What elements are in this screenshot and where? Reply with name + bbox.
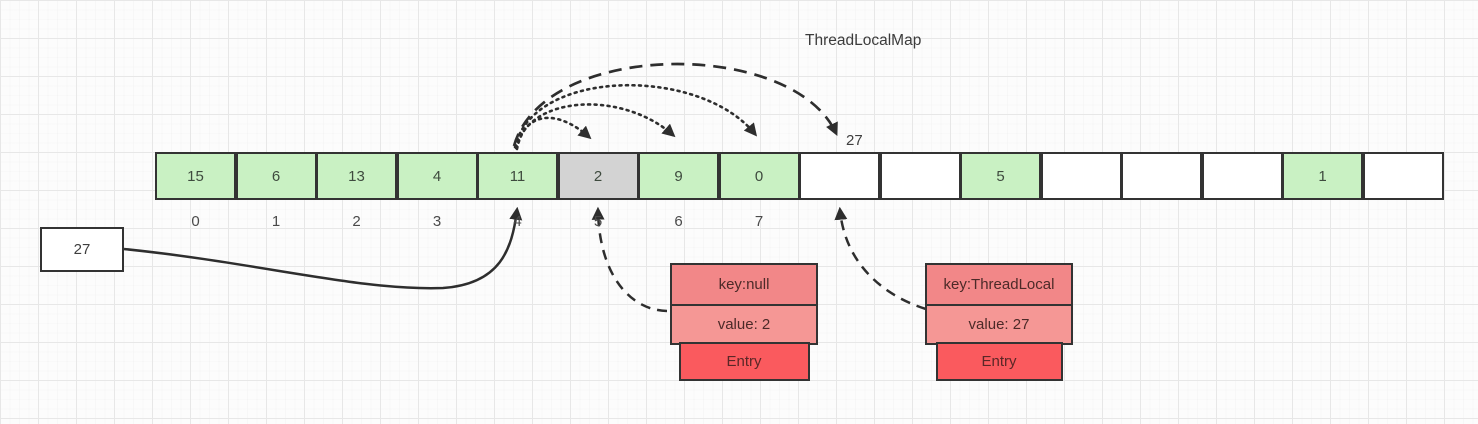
probe-arc-to-cell5 [515, 116, 592, 151]
probe-result-label: 27 [846, 132, 863, 149]
array-index-label-3: 3 [432, 213, 442, 230]
array-index-label-1: 1 [271, 213, 281, 230]
array-cell-9 [879, 152, 961, 200]
array-cell-6: 9 [638, 152, 719, 200]
array-index-label-2: 2 [352, 213, 361, 230]
array-index-label-0: 0 [191, 213, 200, 230]
array-cell-5: 2 [557, 152, 639, 200]
entry-card-threadlocal: key:ThreadLocal value: 27 Entry [925, 263, 1073, 381]
array-index-label-4: 4 [513, 213, 522, 230]
entry-footer: Entry [935, 342, 1063, 381]
array-cell-7: 0 [718, 152, 800, 200]
array-cell-13 [1201, 152, 1283, 200]
external-value-box: 27 [40, 227, 124, 272]
array-cell-14: 1 [1282, 152, 1363, 200]
array-index-label-5: 5 [593, 213, 603, 230]
entry-value-row: value: 2 [670, 303, 818, 345]
entry-key-row: key:ThreadLocal [925, 263, 1073, 306]
array-index-label-6: 6 [674, 213, 683, 230]
probe-arc-to-cell7 [513, 83, 758, 149]
probe-arc-to-cell6 [514, 103, 676, 150]
entry-value-row: value: 27 [925, 303, 1073, 345]
array-cell-3: 4 [396, 152, 478, 200]
array-cell-11 [1040, 152, 1122, 200]
probe-arc-to-cell8-dashed [512, 62, 838, 147]
entry-footer: Entry [678, 342, 810, 381]
array-cell-15 [1362, 152, 1444, 200]
array-cell-4: 11 [477, 152, 558, 200]
array-cell-2: 13 [316, 152, 397, 200]
entry-card-null: key:null value: 2 Entry [670, 263, 818, 381]
array-cell-1: 6 [235, 152, 317, 200]
array-cell-0: 15 [155, 152, 236, 200]
entry-threadlocal-to-cell8-arrow [834, 206, 927, 311]
array-cell-8 [799, 152, 880, 200]
array-cell-12 [1121, 152, 1202, 200]
array-cell-10: 5 [960, 152, 1041, 200]
external-value: 27 [73, 241, 91, 258]
array-index-label-7: 7 [754, 213, 764, 230]
entry-key-row: key:null [670, 263, 818, 306]
diagram-title: ThreadLocalMap [805, 32, 922, 49]
